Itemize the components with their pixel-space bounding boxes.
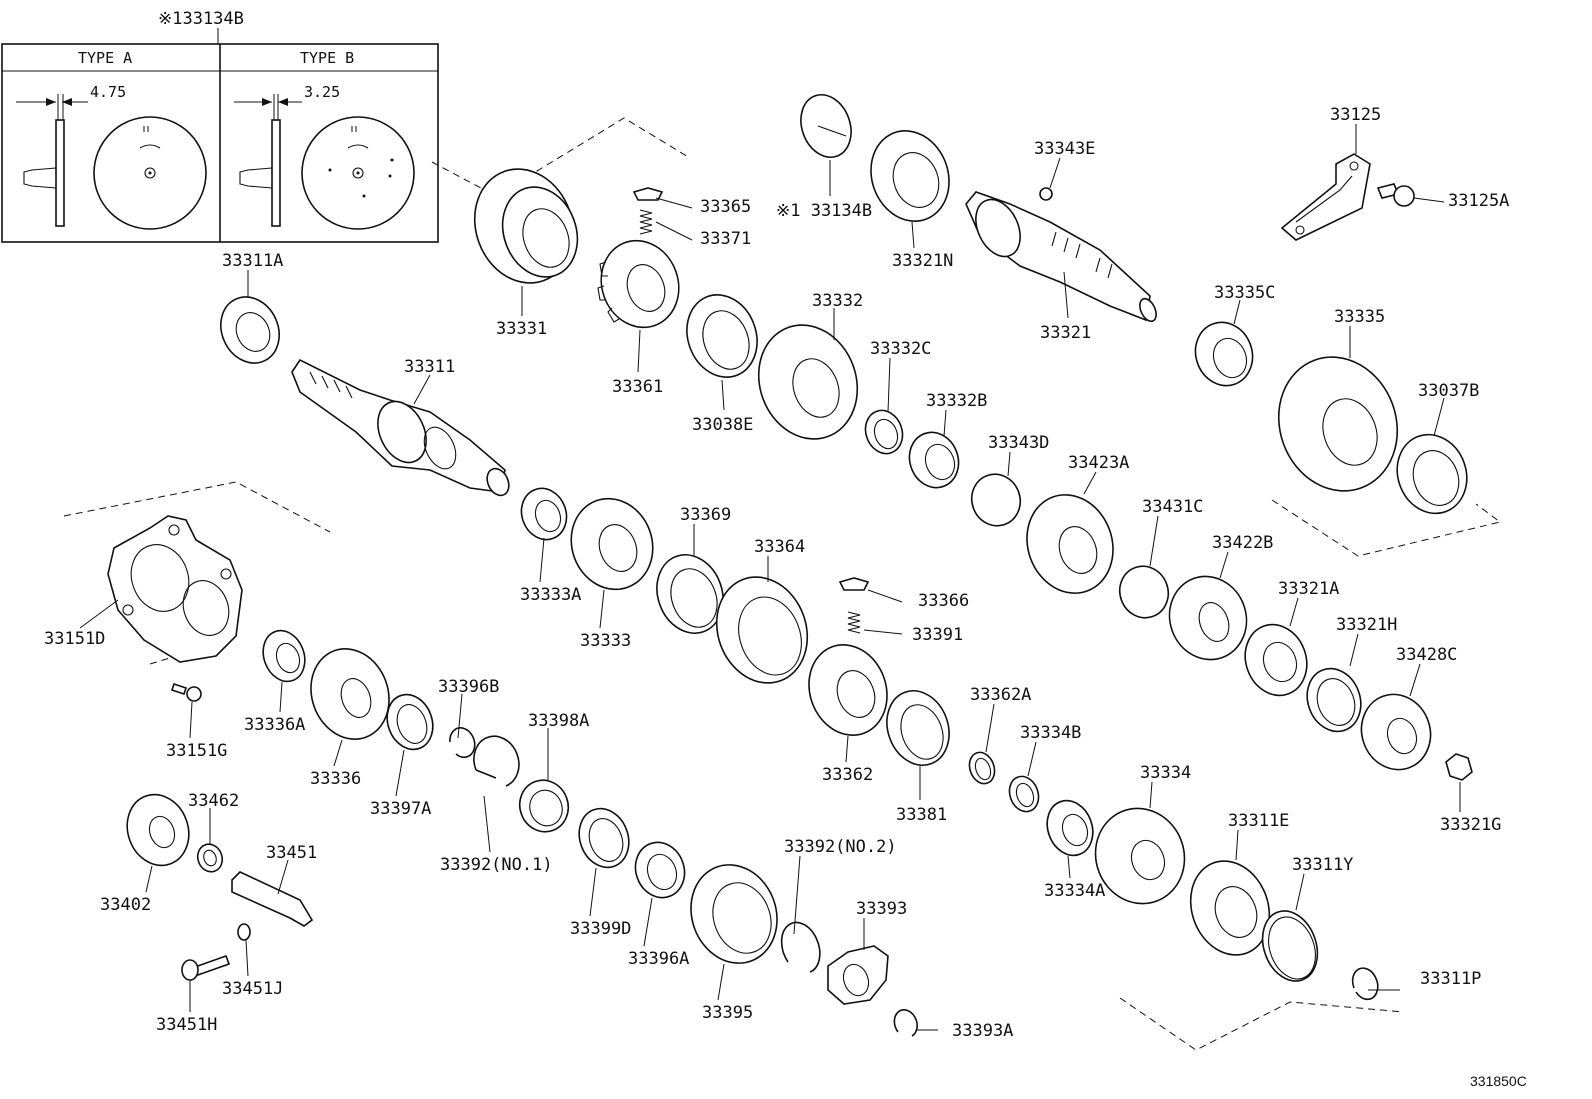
label-33366: 33366 bbox=[918, 591, 969, 611]
label-33331: 33331 bbox=[496, 319, 547, 339]
label-33422B: 33422B bbox=[1212, 533, 1273, 553]
label-33336A: 33336A bbox=[244, 715, 305, 735]
label-33399D: 33399D bbox=[570, 919, 631, 939]
label-33371: 33371 bbox=[700, 229, 751, 249]
label-33332B: 33332B bbox=[926, 391, 987, 411]
label-33038E: 33038E bbox=[692, 415, 753, 435]
label-33151G: 33151G bbox=[166, 741, 227, 761]
type-a-dimension: 4.75 bbox=[90, 83, 126, 101]
label-33311A: 33311A bbox=[222, 251, 283, 271]
inset-title: ※133134B bbox=[158, 9, 244, 29]
type-b-drawing: 3.25 bbox=[234, 83, 415, 230]
label-33335C: 33335C bbox=[1214, 283, 1275, 303]
type-b-dimension: 3.25 bbox=[304, 83, 340, 101]
label-33423A: 33423A bbox=[1068, 453, 1129, 473]
label-33321G: 33321G bbox=[1440, 815, 1501, 835]
label-33402: 33402 bbox=[100, 895, 151, 915]
label-33332: 33332 bbox=[812, 291, 863, 311]
label-33334A: 33334A bbox=[1044, 881, 1105, 901]
label-33321A: 33321A bbox=[1278, 579, 1339, 599]
diagram-code: 331850C bbox=[1470, 1073, 1527, 1089]
label-33396A: 33396A bbox=[628, 949, 689, 969]
label-33392-no1: 33392(NO.1) bbox=[440, 855, 553, 875]
label-33381: 33381 bbox=[896, 805, 947, 825]
label-33398A: 33398A bbox=[528, 711, 589, 731]
counter-shaft-drawing bbox=[965, 191, 1157, 323]
label-33462: 33462 bbox=[188, 791, 239, 811]
label-33134B: ※1 33134B bbox=[776, 201, 872, 221]
type-a-drawing: 4.75 bbox=[16, 83, 207, 230]
label-33364: 33364 bbox=[754, 537, 805, 557]
label-33336: 33336 bbox=[310, 769, 361, 789]
leader-lines bbox=[79, 124, 1461, 1031]
label-33333: 33333 bbox=[580, 631, 631, 651]
label-33311: 33311 bbox=[404, 357, 455, 377]
label-33393A: 33393A bbox=[952, 1021, 1013, 1041]
label-33451: 33451 bbox=[266, 843, 317, 863]
label-33125A: 33125A bbox=[1448, 191, 1509, 211]
label-33037B: 33037B bbox=[1418, 381, 1479, 401]
label-33311E: 33311E bbox=[1228, 811, 1289, 831]
label-33396B: 33396B bbox=[438, 677, 499, 697]
label-33362: 33362 bbox=[822, 765, 873, 785]
label-33151D: 33151D bbox=[44, 629, 105, 649]
label-33321: 33321 bbox=[1040, 323, 1091, 343]
label-33392-no2: 33392(NO.2) bbox=[784, 837, 897, 857]
label-33334: 33334 bbox=[1140, 763, 1191, 783]
label-33125: 33125 bbox=[1330, 105, 1381, 125]
label-33333A: 33333A bbox=[520, 585, 581, 605]
label-33451J: 33451J bbox=[222, 979, 283, 999]
label-33361: 33361 bbox=[612, 377, 663, 397]
label-33365: 33365 bbox=[700, 197, 751, 217]
label-33343E: 33343E bbox=[1034, 139, 1095, 159]
label-33397A: 33397A bbox=[370, 799, 431, 819]
label-33311Y: 33311Y bbox=[1292, 855, 1353, 875]
part-drawings bbox=[107, 94, 1473, 1037]
label-33428C: 33428C bbox=[1396, 645, 1457, 665]
label-33321N: 33321N bbox=[892, 251, 953, 271]
label-33332C: 33332C bbox=[870, 339, 931, 359]
label-33362A: 33362A bbox=[970, 685, 1031, 705]
label-33391: 33391 bbox=[912, 625, 963, 645]
input-shaft-drawing bbox=[291, 358, 510, 497]
label-33369: 33369 bbox=[680, 505, 731, 525]
type-a-label: TYPE A bbox=[78, 49, 132, 67]
label-33451H: 33451H bbox=[156, 1015, 217, 1035]
label-33311P: 33311P bbox=[1420, 969, 1481, 989]
label-33395: 33395 bbox=[702, 1003, 753, 1023]
inset-type-box: ※133134B TYPE A TYPE B 4.75 bbox=[1, 9, 439, 243]
type-b-label: TYPE B bbox=[300, 49, 354, 67]
label-33334B: 33334B bbox=[1020, 723, 1081, 743]
label-33335: 33335 bbox=[1334, 307, 1385, 327]
label-33343D: 33343D bbox=[988, 433, 1049, 453]
label-33321H: 33321H bbox=[1336, 615, 1397, 635]
label-33393: 33393 bbox=[856, 899, 907, 919]
part-labels: 33311A 33311 33331 33365 33371 33361 330… bbox=[44, 105, 1509, 1041]
label-33431C: 33431C bbox=[1142, 497, 1203, 517]
